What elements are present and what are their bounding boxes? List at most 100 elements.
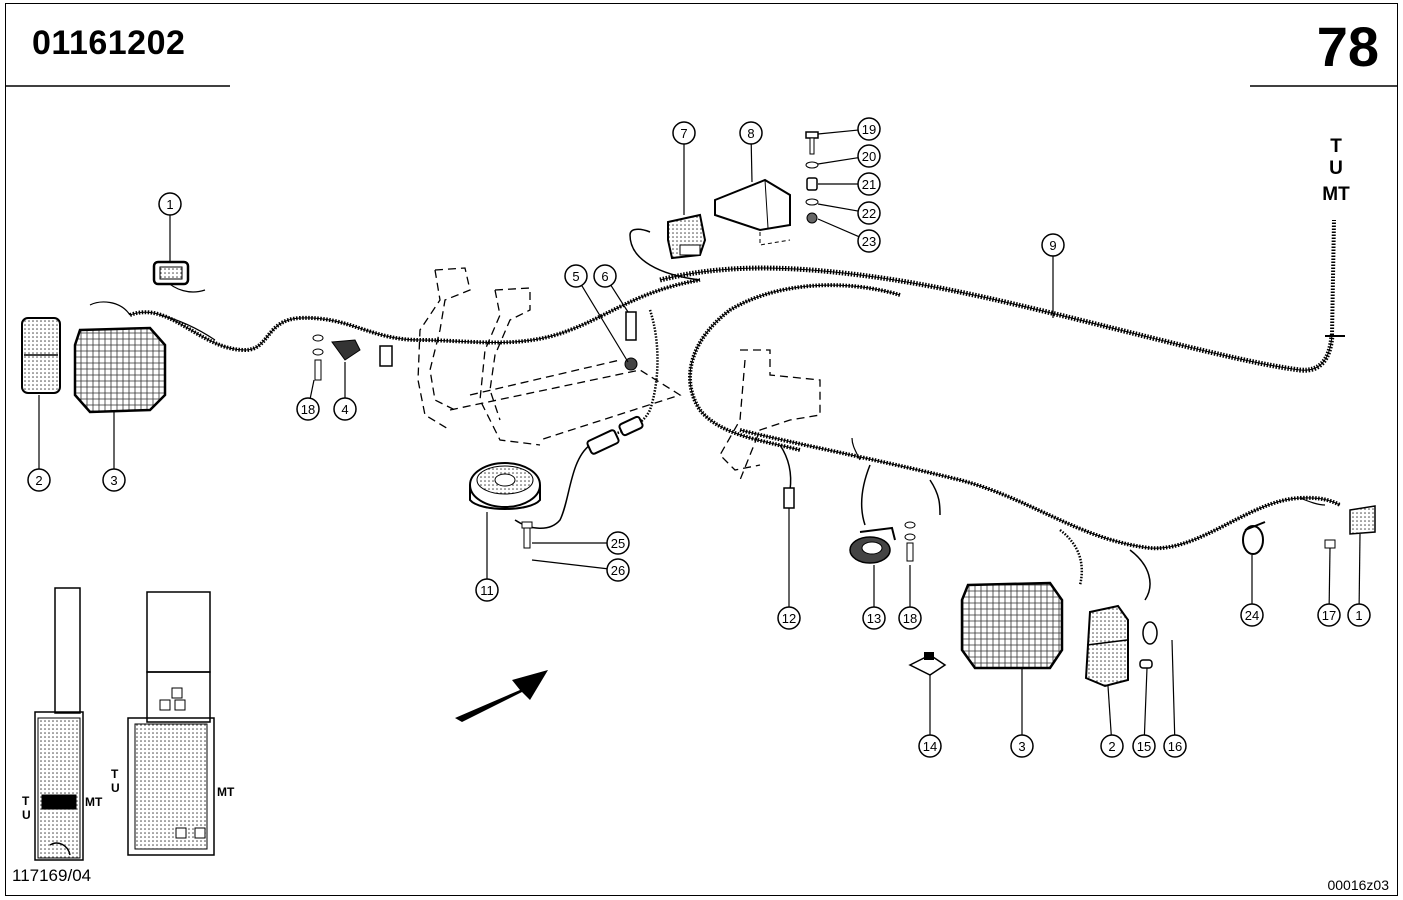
- callout-15: 15: [1132, 667, 1156, 758]
- callout-number: 14: [923, 739, 937, 754]
- relay: [667, 213, 707, 260]
- callout-19: 19: [817, 117, 881, 141]
- callout-number: 19: [862, 122, 876, 137]
- ghost-structure: [417, 267, 821, 481]
- callout-leader: [817, 218, 860, 238]
- callout-number: 2: [1108, 739, 1115, 754]
- callout-26: 26: [531, 558, 630, 582]
- callout-number: 2: [35, 473, 42, 488]
- callout-number: 12: [782, 611, 796, 626]
- label-mt: MT: [1322, 184, 1350, 205]
- variant-label-top: T U MT: [1322, 136, 1350, 205]
- inset-right-label-t: T: [111, 767, 119, 781]
- callout-circle: [296, 397, 320, 421]
- left-side-marker-lamp: [21, 317, 61, 394]
- callout-circle: [606, 531, 630, 555]
- callout-number: 23: [862, 234, 876, 249]
- callout-23: 23: [817, 218, 881, 253]
- callout-circle: [158, 192, 182, 216]
- callout-21: 21: [818, 172, 881, 196]
- label-u: U: [1329, 158, 1343, 179]
- callout-circle: [918, 734, 942, 758]
- right-small-lamp: [1324, 505, 1376, 549]
- callout-circle: [1010, 734, 1034, 758]
- right-side-marker-lamp: [1084, 604, 1129, 688]
- callout-2: 2: [1100, 685, 1124, 758]
- callout-circle: [27, 468, 51, 492]
- callout-circle: [857, 229, 881, 253]
- callout-circle: [857, 201, 881, 225]
- callout-9: 9: [1041, 233, 1065, 318]
- page-number: 78: [1316, 15, 1379, 78]
- callout-number: 11: [480, 583, 494, 598]
- callout-25: 25: [532, 531, 630, 555]
- sensor-switch: [624, 311, 638, 371]
- bolt-right: [904, 521, 916, 562]
- callout-18: 18: [898, 565, 922, 630]
- callout-17: 17: [1317, 547, 1341, 627]
- callout-circle: [593, 264, 617, 288]
- callout-3: 3: [1010, 668, 1034, 758]
- callout-circle: [857, 172, 881, 196]
- callout-number: 8: [747, 126, 754, 141]
- callout-leader: [531, 559, 608, 570]
- callout-14: 14: [918, 675, 942, 758]
- inset-left-label-mt: MT: [85, 795, 103, 809]
- bolt-clip-left: [312, 334, 393, 381]
- callout-number: 24: [1245, 608, 1259, 623]
- callout-number: 26: [611, 563, 625, 578]
- callout-leader: [817, 157, 859, 165]
- callout-circle: [1240, 603, 1264, 627]
- callout-7: 7: [672, 121, 696, 215]
- callout-number: 17: [1322, 608, 1336, 623]
- callout-circle: [564, 264, 588, 288]
- callout-number: 13: [867, 611, 881, 626]
- callout-8: 8: [739, 121, 763, 183]
- callout-number: 3: [1018, 739, 1025, 754]
- callout-20: 20: [817, 144, 881, 168]
- callout-leader: [1328, 547, 1331, 605]
- direction-arrow: [455, 670, 548, 722]
- callout-circle: [102, 468, 126, 492]
- horn-right: [849, 526, 896, 564]
- callout-circle: [739, 121, 763, 145]
- callout-12: 12: [777, 508, 801, 630]
- inset-label-left: T U MT: [22, 794, 103, 822]
- callout-circle: [1163, 734, 1187, 758]
- callout-number: 6: [601, 269, 608, 284]
- callout-number: 25: [611, 536, 625, 551]
- callout-number: 15: [1137, 739, 1151, 754]
- callout-number: 18: [301, 402, 315, 417]
- callout-circle: [672, 121, 696, 145]
- inset-left-label-t: T: [22, 794, 30, 808]
- callout-circle: [857, 144, 881, 168]
- inset-right-label-mt: MT: [217, 785, 235, 799]
- callout-circle: [606, 558, 630, 582]
- inset-label-right: T U MT: [111, 767, 235, 799]
- callout-leader: [610, 284, 629, 313]
- callout-number: 18: [903, 611, 917, 626]
- callout-3: 3: [102, 412, 126, 492]
- callout-leader: [817, 129, 859, 135]
- callout-circle: [1347, 603, 1371, 627]
- harness-lines: [89, 219, 1345, 601]
- callout-number: 16: [1168, 739, 1182, 754]
- inset-right-label-u: U: [111, 781, 120, 795]
- callout-circle: [1100, 734, 1124, 758]
- callout-number: 9: [1049, 238, 1056, 253]
- label-t: T: [1330, 136, 1342, 157]
- fastener-stack: [805, 131, 819, 224]
- callout-leader: [581, 285, 629, 363]
- image-code: 00016z03: [1327, 877, 1389, 893]
- callout-leader: [309, 379, 315, 399]
- diagram-frame: [5, 3, 1398, 896]
- horn-left: [469, 462, 541, 549]
- callout-circle: [1132, 734, 1156, 758]
- callout-circle: [1041, 233, 1065, 257]
- callout-leader: [1107, 685, 1112, 736]
- callout-leader: [1143, 667, 1148, 736]
- callout-leader: [817, 203, 859, 212]
- callout-1: 1: [158, 192, 182, 262]
